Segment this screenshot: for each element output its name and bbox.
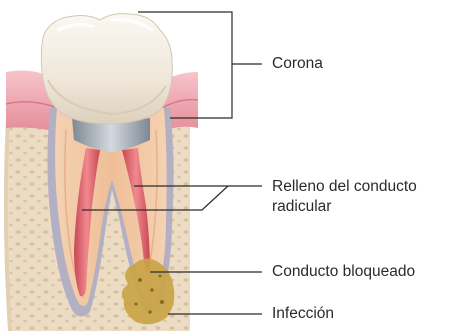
label-infeccion: Infección — [272, 304, 334, 324]
label-relleno-line2: radicular — [272, 198, 331, 215]
label-conducto-bloqueado: Conducto bloqueado — [272, 262, 415, 282]
label-relleno-del-conducto: Relleno del conducto radicular — [272, 177, 417, 217]
label-corona: Corona — [272, 54, 323, 74]
label-relleno-line1: Relleno del conducto — [272, 178, 417, 195]
